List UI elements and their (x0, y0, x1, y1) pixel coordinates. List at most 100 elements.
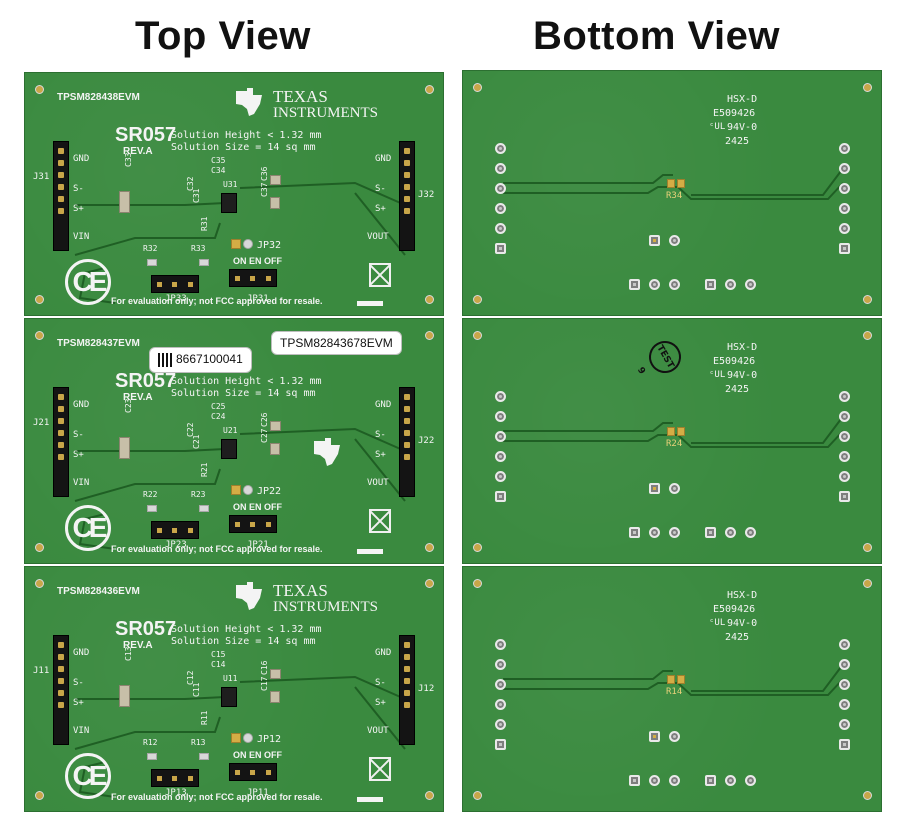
right-pin-header[interactable] (399, 635, 415, 745)
jumper-pad[interactable] (231, 239, 241, 249)
mounting-hole (425, 579, 434, 588)
through-hole (839, 719, 850, 730)
through-hole (839, 411, 850, 422)
left-pin-label: VIN (73, 478, 90, 488)
mounting-hole (863, 791, 872, 800)
header-pin (58, 184, 64, 190)
resistor-label: R22 (143, 490, 158, 499)
jumper-pad[interactable] (243, 239, 253, 249)
through-hole (839, 203, 850, 214)
resistor-pad (667, 427, 675, 436)
ul-mark: ᶜUL (709, 122, 726, 132)
right-pin-label: VOUT (367, 478, 389, 488)
flammability-rating: 94V-0 (727, 370, 758, 381)
left-pin-header[interactable] (53, 141, 69, 251)
trace (503, 670, 673, 680)
jumper-pin (265, 275, 271, 281)
trace (239, 427, 406, 452)
trace (354, 686, 406, 750)
enable-jumper[interactable] (229, 269, 277, 287)
through-hole (705, 279, 716, 290)
through-hole (649, 235, 660, 246)
chip-label: U21 (223, 426, 238, 435)
header-pin (58, 666, 64, 672)
ti-text-line2: INSTRUMENTS (273, 599, 379, 615)
through-hole (495, 431, 506, 442)
header-pin (404, 430, 410, 436)
jumper-pin (265, 769, 271, 775)
header-pin (58, 172, 64, 178)
jumper-header-3pin[interactable] (151, 521, 199, 539)
jumper-header-3pin[interactable] (151, 769, 199, 787)
jumper-pad[interactable] (243, 733, 253, 743)
right-connector-label: J32 (418, 190, 435, 200)
top-view-heading: Top View (135, 14, 311, 58)
resistor-pad (677, 179, 685, 188)
mounting-hole (863, 295, 872, 304)
left-pin-header[interactable] (53, 387, 69, 497)
right-pin-label: S+ (375, 698, 386, 708)
right-pin-header[interactable] (399, 141, 415, 251)
solution-size: Solution Size = 14 sq mm (171, 142, 316, 153)
bottom-view-heading: Bottom View (533, 14, 781, 58)
ce-mark: CE (65, 505, 111, 551)
converter-chip (221, 687, 237, 707)
jumper-pad[interactable] (231, 485, 241, 495)
jumper-pad[interactable] (243, 485, 253, 495)
resistor-label: R14 (666, 687, 683, 697)
serial-sticker: 8667100041 (149, 347, 252, 373)
series-label: SR057 (115, 370, 177, 392)
enable-label: ON EN OFF (233, 502, 282, 512)
through-hole (705, 527, 716, 538)
silkscreen-bar (357, 797, 383, 802)
rev-label: REV.A (123, 392, 153, 403)
mounting-hole (35, 295, 44, 304)
header-pin (404, 690, 410, 696)
jumper-pin (172, 775, 178, 781)
resistor-pad (677, 427, 685, 436)
right-pin-header[interactable] (399, 387, 415, 497)
left-pin-label: GND (73, 648, 90, 658)
jumper-label: JP32 (257, 240, 282, 251)
through-hole (839, 143, 850, 154)
header-pin (58, 642, 64, 648)
jumper-label: JP31 (247, 294, 269, 304)
jumper-pad[interactable] (231, 733, 241, 743)
enable-jumper[interactable] (229, 763, 277, 781)
mounting-hole (425, 791, 434, 800)
cap-label: C24 (211, 412, 226, 421)
header-pin (404, 160, 410, 166)
cap-label: C14 (211, 660, 226, 669)
chip-label: U11 (223, 674, 238, 683)
header-pin (404, 172, 410, 178)
right-pin-label: GND (375, 648, 392, 658)
left-pin-header[interactable] (53, 635, 69, 745)
jumper-pin (157, 775, 163, 781)
jumper-header-3pin[interactable] (151, 275, 199, 293)
left-pin-label: S+ (73, 450, 84, 460)
enable-jumper[interactable] (229, 515, 277, 533)
through-hole (495, 203, 506, 214)
header-pin (58, 678, 64, 684)
resistor-pad (199, 753, 209, 760)
through-hole (495, 699, 506, 710)
board-name: TPSM828438EVM (57, 92, 140, 103)
resistor-pad (667, 675, 675, 684)
jumper-pin (250, 521, 256, 527)
chip-label: U31 (223, 180, 238, 189)
resistor-label: R23 (191, 490, 206, 499)
left-connector-label: J31 (33, 172, 50, 182)
jumper-pin (157, 281, 163, 287)
resistor-pad (147, 753, 157, 760)
left-connector-label: J11 (33, 666, 50, 676)
jumper-label: JP23 (165, 540, 187, 550)
ul-file-number: E509426 (713, 604, 756, 615)
mounting-hole (473, 83, 482, 92)
ce-mark: CE (65, 753, 111, 799)
cap-label: C17 (260, 676, 269, 691)
enable-label: ON EN OFF (233, 750, 282, 760)
trace (691, 170, 842, 196)
